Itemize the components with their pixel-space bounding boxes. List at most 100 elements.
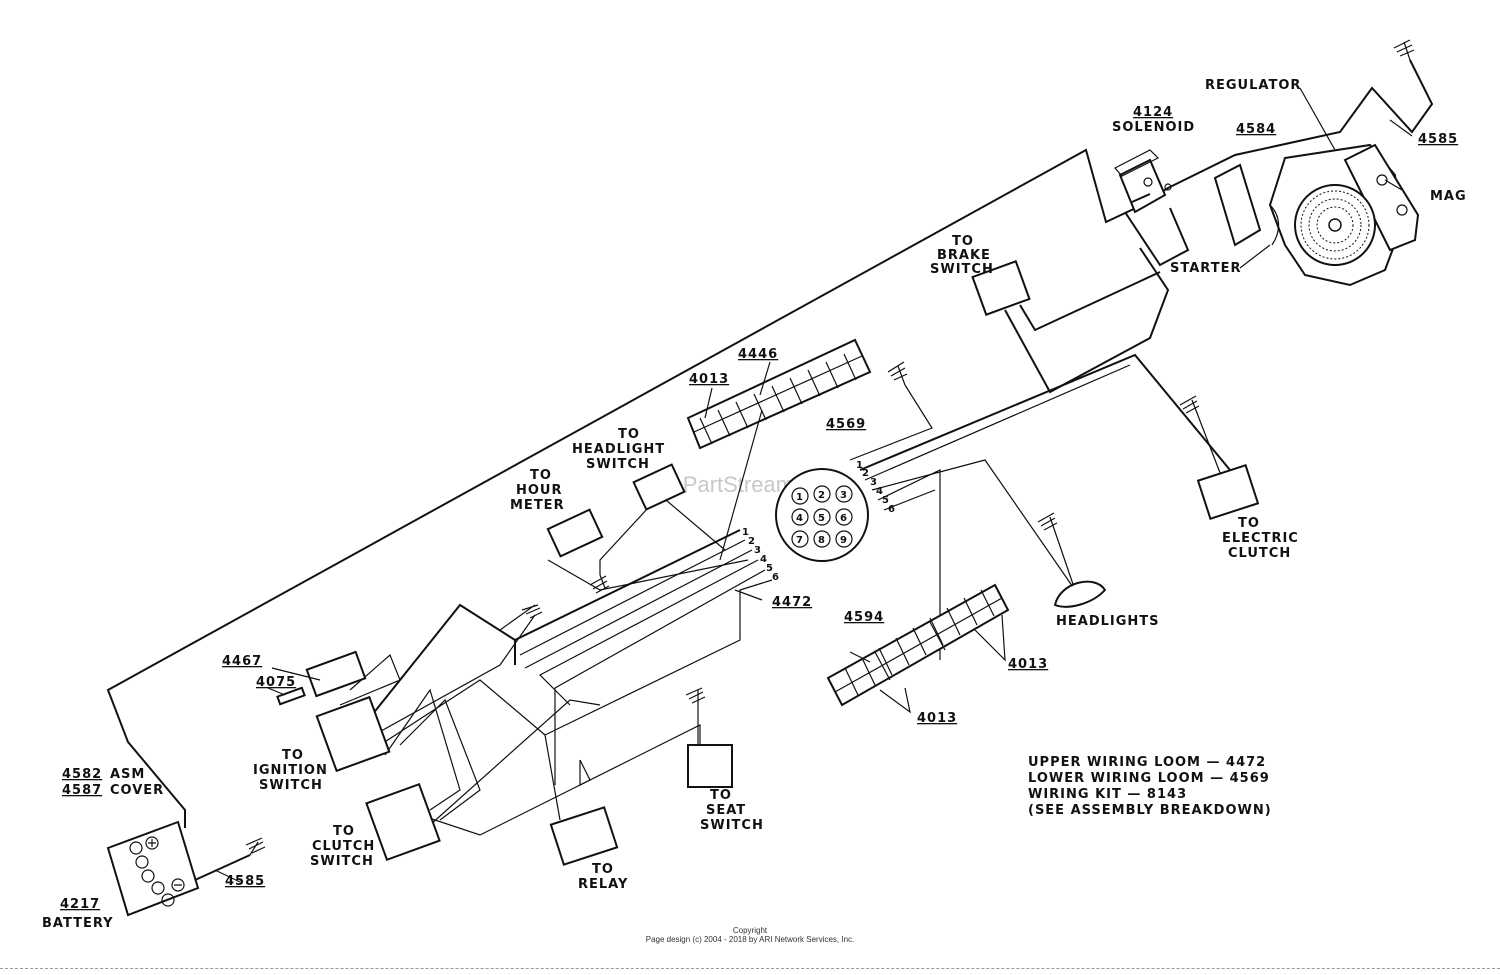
label-brake-switch: SWITCH bbox=[930, 262, 994, 277]
footer-divider bbox=[0, 968, 1500, 969]
label-solenoid: SOLENOID bbox=[1112, 120, 1195, 135]
part-4075-plug bbox=[276, 686, 306, 706]
leader-4075 bbox=[267, 687, 286, 696]
leader-4013-bottom bbox=[879, 687, 911, 714]
label-4075: 4075 bbox=[256, 675, 296, 690]
label-electric-clutch: CLUTCH bbox=[1228, 546, 1291, 561]
legend-line-2: LOWER WIRING LOOM — 4569 bbox=[1028, 771, 1270, 786]
label-4584: 4584 bbox=[1236, 122, 1276, 137]
wiring-loom-sleeve-4446 bbox=[686, 338, 872, 450]
lower-pin-1: 1 bbox=[856, 460, 863, 471]
label-clutch-switch: SWITCH bbox=[310, 854, 374, 869]
ground-symbol-left bbox=[499, 604, 543, 631]
upper-pin-4: 4 bbox=[760, 554, 767, 565]
upper-pin-6: 6 bbox=[772, 572, 779, 583]
label-headlight-switch: SWITCH bbox=[586, 457, 650, 472]
ground-symbol-battery bbox=[245, 837, 266, 856]
part-4467-connector bbox=[305, 650, 367, 698]
leader-regulator bbox=[1299, 87, 1336, 151]
label-4569: 4569 bbox=[826, 417, 866, 432]
relay-connector bbox=[549, 806, 619, 866]
connector-pin-3: 3 bbox=[840, 490, 847, 501]
lower-pin-5: 5 bbox=[882, 495, 889, 506]
connector-pin-4: 4 bbox=[796, 513, 803, 524]
footer-page-design: Page design (c) 2004 - 2018 by ARI Netwo… bbox=[645, 935, 855, 944]
upper-pin-5: 5 bbox=[766, 563, 773, 574]
label-cover: COVER bbox=[110, 783, 164, 798]
label-4446: 4446 bbox=[738, 347, 778, 362]
hour-meter-connector bbox=[546, 508, 604, 558]
footer-copyright: Copyright bbox=[732, 926, 768, 935]
lower-pin-4: 4 bbox=[876, 486, 883, 497]
label-starter: STARTER bbox=[1170, 261, 1241, 276]
brake-switch-connector bbox=[971, 260, 1031, 316]
legend-line-1: UPPER WIRING LOOM — 4472 bbox=[1028, 755, 1266, 770]
label-to-ignition: TO bbox=[282, 748, 304, 763]
label-4585-top: 4585 bbox=[1418, 132, 1458, 147]
headlight-lamp bbox=[1053, 580, 1107, 608]
label-4587: 4587 bbox=[62, 783, 102, 798]
label-relay: RELAY bbox=[578, 877, 628, 892]
label-4013-right: 4013 bbox=[1008, 657, 1048, 672]
leader-4585-top bbox=[1389, 119, 1413, 137]
leader-4013-top bbox=[704, 387, 713, 419]
upper-wiring-loom bbox=[514, 494, 773, 785]
connector-pin-1: 1 bbox=[796, 492, 803, 503]
ground-symbol-top-right bbox=[1393, 39, 1415, 61]
battery-ground-wire bbox=[194, 854, 251, 881]
label-to-seat: TO bbox=[710, 788, 732, 803]
brake-switch-wires bbox=[1004, 247, 1170, 394]
legend-line-3: WIRING KIT — 8143 bbox=[1028, 787, 1187, 802]
leader-starter bbox=[1239, 244, 1271, 269]
connector-pin-5: 5 bbox=[818, 513, 825, 524]
leader-4446 bbox=[759, 361, 771, 396]
upper-pin-1: 1 bbox=[742, 527, 749, 538]
label-mag: MAG bbox=[1430, 189, 1467, 204]
label-4472: 4472 bbox=[772, 595, 812, 610]
wiring-loom-sleeve-4594 bbox=[826, 583, 1010, 707]
label-regulator: REGULATOR bbox=[1205, 78, 1301, 93]
label-seat: SEAT bbox=[706, 803, 746, 818]
battery bbox=[106, 820, 200, 917]
upper-pin-3: 3 bbox=[754, 545, 761, 556]
ground-symbol-hour-meter bbox=[589, 574, 610, 594]
leader-4013-right bbox=[974, 614, 1006, 662]
connector-pin-8: 8 bbox=[818, 535, 825, 546]
label-ignition-switch: SWITCH bbox=[259, 778, 323, 793]
label-seat-switch: SWITCH bbox=[700, 818, 764, 833]
label-4582: 4582 bbox=[62, 767, 102, 782]
ground-symbol-center bbox=[887, 361, 908, 386]
label-battery: BATTERY bbox=[42, 916, 114, 931]
leader-4585-bottom bbox=[214, 869, 241, 883]
electric-clutch-connector bbox=[1196, 463, 1260, 521]
lower-pin-3: 3 bbox=[870, 477, 877, 488]
label-4467: 4467 bbox=[222, 654, 262, 669]
leader-4594 bbox=[849, 651, 871, 663]
lower-wiring-loom bbox=[849, 353, 1231, 660]
label-ignition: IGNITION bbox=[253, 763, 328, 778]
label-4217: 4217 bbox=[60, 897, 100, 912]
label-to-headlight: TO bbox=[618, 427, 640, 442]
label-to-brake: TO bbox=[952, 234, 974, 249]
solenoid bbox=[1114, 149, 1190, 267]
ground-symbol-electric-clutch bbox=[1179, 395, 1223, 479]
label-hour: HOUR bbox=[516, 483, 563, 498]
connector-pin-2: 2 bbox=[818, 490, 825, 501]
label-to-relay: TO bbox=[592, 862, 614, 877]
label-electric: ELECTRIC bbox=[1222, 531, 1299, 546]
label-4585-bottom: 4585 bbox=[225, 874, 265, 889]
legend-line-4: (SEE ASSEMBLY BREAKDOWN) bbox=[1028, 803, 1272, 818]
ignition-switch-connector bbox=[315, 695, 391, 773]
connector-9-pin: 1 2 3 4 5 6 7 8 9 bbox=[775, 468, 869, 562]
label-to-hour: TO bbox=[530, 468, 552, 483]
ground-symbol-headlights bbox=[1037, 512, 1076, 591]
leader-mag bbox=[1384, 179, 1403, 191]
upper-pin-2: 2 bbox=[748, 536, 755, 547]
label-hour-meter: METER bbox=[510, 498, 565, 513]
starter-regulator-assembly bbox=[1213, 143, 1420, 287]
clutch-switch-connector bbox=[365, 782, 441, 862]
label-to-clutch: TO bbox=[333, 824, 355, 839]
lower-pin-2: 2 bbox=[862, 468, 869, 479]
label-headlights: HEADLIGHTS bbox=[1056, 614, 1160, 629]
